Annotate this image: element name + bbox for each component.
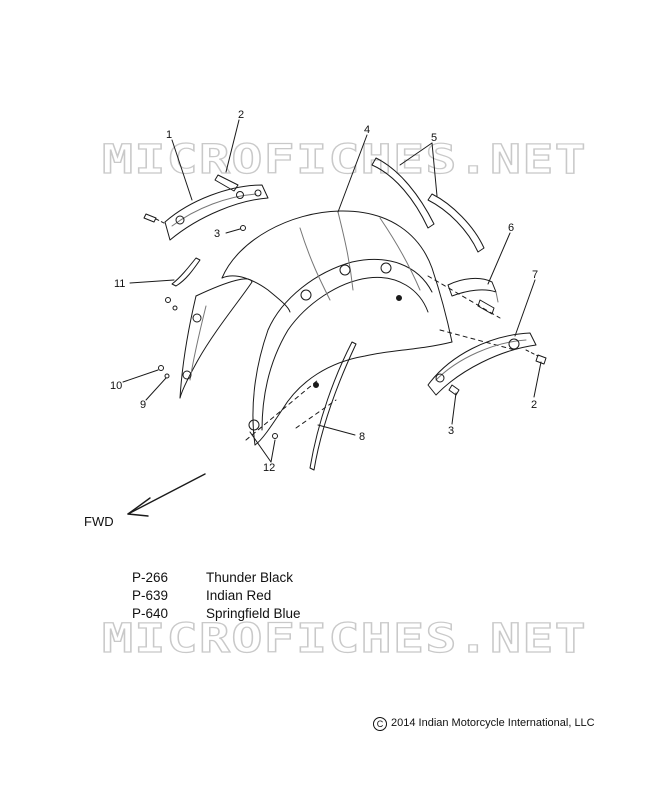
copyright-text: 2014 Indian Motorcycle International, LL…: [391, 717, 595, 729]
callout-3-left: 3: [214, 228, 220, 240]
leader-lines: [122, 119, 542, 463]
color-code: P-640: [132, 606, 169, 621]
color-options: P-266 Thunder Black P-639 Indian Red P-640…: [132, 569, 301, 623]
color-name: Thunder Black: [206, 570, 294, 585]
color-code: P-266: [132, 570, 169, 585]
color-option: P-266 Thunder Black: [132, 569, 301, 587]
side-trim-strip: [171, 257, 201, 287]
fender-trim-strip: [309, 341, 357, 471]
color-code: P-639: [132, 588, 169, 603]
fender-rail-right: [427, 332, 547, 396]
callout-12: 12: [263, 462, 275, 474]
callout-3-right: 3: [448, 425, 454, 437]
hardware: [158, 225, 278, 439]
callout-9: 9: [140, 399, 146, 411]
callout-11: 11: [114, 278, 125, 290]
copyright-notice: C 2014 Indian Motorcycle International, L…: [373, 717, 595, 731]
left-side-panel: [179, 278, 253, 399]
callout-5: 5: [431, 132, 437, 144]
trim-clip: [447, 277, 499, 315]
callout-2-right: 2: [531, 399, 537, 411]
watermark-top: MICROFICHES.NET: [102, 137, 587, 183]
copyright-icon: C: [373, 717, 387, 731]
main-fender: [221, 210, 516, 446]
callout-2-top: 2: [238, 109, 244, 121]
color-name: Springfield Blue: [206, 606, 301, 621]
color-option: P-639 Indian Red: [132, 587, 301, 605]
watermark-bottom: MICROFICHES.NET: [102, 616, 587, 662]
callout-8: 8: [359, 431, 365, 443]
callout-4: 4: [364, 124, 370, 136]
forward-arrow: [127, 473, 206, 517]
color-name: Indian Red: [206, 588, 272, 603]
callout-7: 7: [532, 269, 538, 281]
color-option: P-640 Springfield Blue: [132, 605, 301, 623]
callout-1: 1: [166, 129, 172, 141]
fwd-label: FWD: [84, 514, 114, 529]
callout-10: 10: [110, 380, 122, 392]
callout-6: 6: [508, 222, 514, 234]
fender-rail-left: [143, 174, 269, 241]
trim-strips: [371, 157, 485, 253]
callouts: 1 2 3 4 5 6 7 2 3 8 9 10 11 12: [110, 109, 538, 474]
